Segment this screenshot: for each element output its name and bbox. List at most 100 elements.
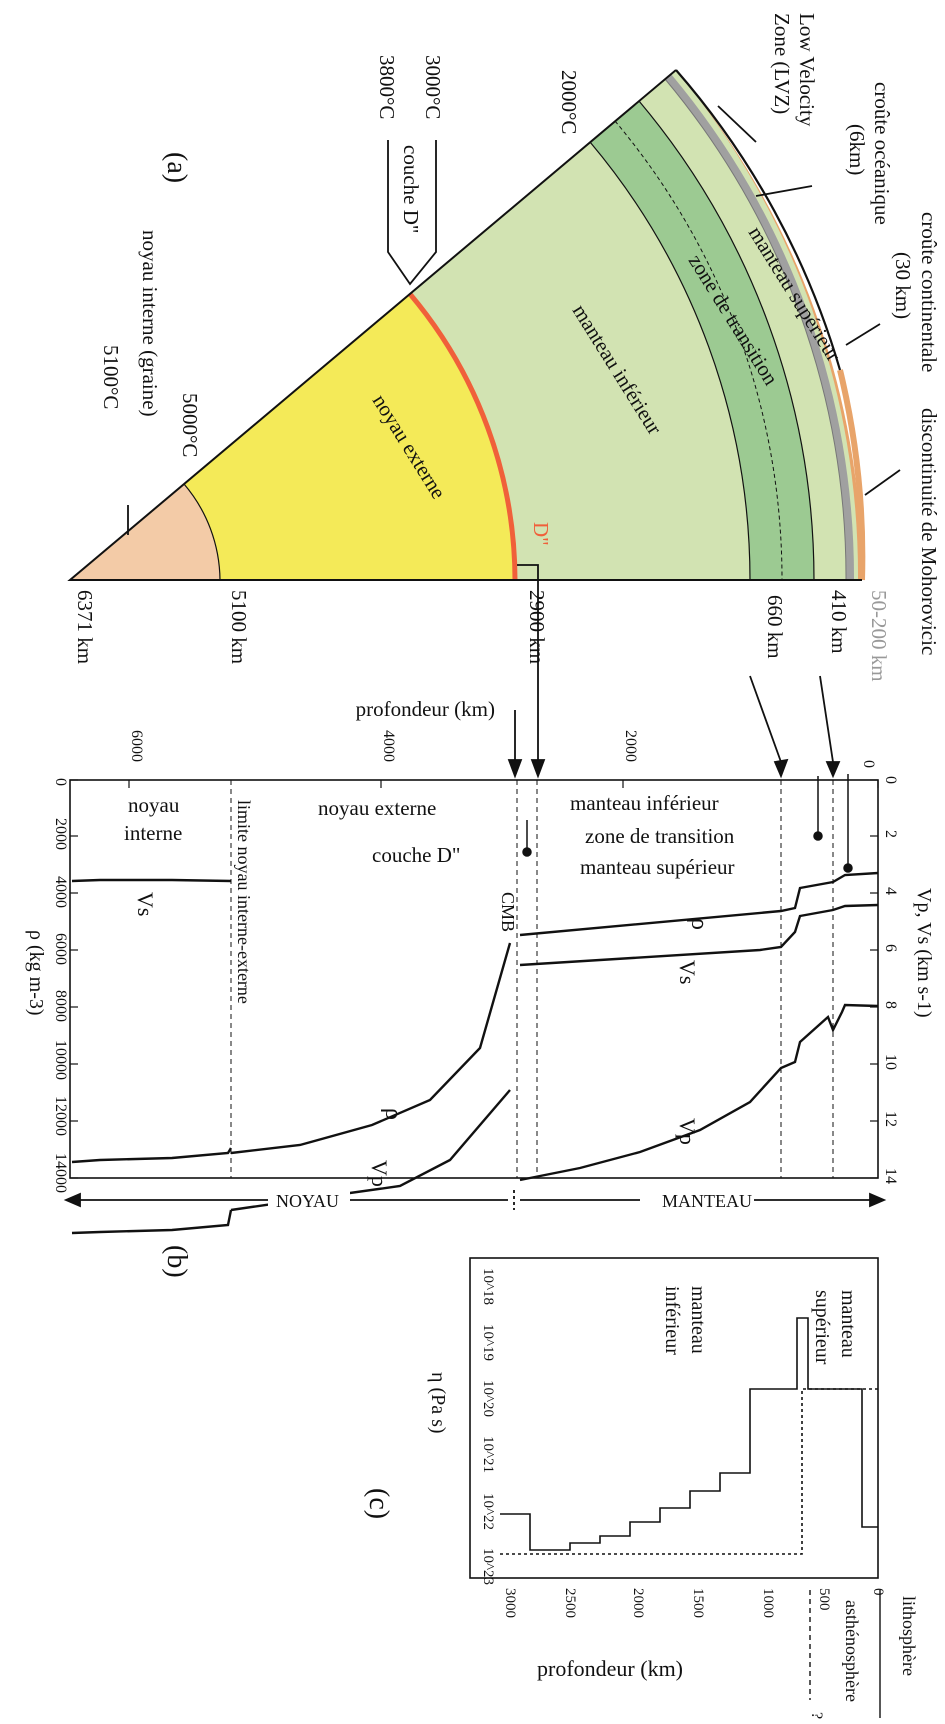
velocity-tick-4: 4 [882, 887, 899, 895]
viscosity-profile-alt [500, 1388, 878, 1555]
manteau-arrow-label: MANTEAU [662, 1191, 752, 1211]
lvz-line2: Zone (LVZ) [770, 13, 794, 114]
temp-5000: 5000°C [178, 393, 202, 457]
lithosphere-label: lithosphère [899, 1596, 919, 1676]
cmb-label: CMB [498, 892, 518, 932]
manteau-sup-c-line1: manteau [837, 1290, 859, 1358]
profondeur-label-b: profondeur (km) [356, 697, 495, 721]
vp-core-label: Vp [367, 1160, 392, 1187]
lvz-arc [664, 78, 847, 581]
density-tick-12000: 12000 [52, 1096, 69, 1136]
profile-curves [71, 871, 879, 1235]
region-arrows [63, 1190, 887, 1210]
panel-a-leaders [127, 105, 901, 535]
density-tick-0: 0 [52, 778, 69, 786]
depth-tick-6000: 6000 [128, 730, 145, 762]
viscosity-profile [500, 1317, 878, 1551]
earth-section [67, 69, 866, 581]
velocity-tick-8: 8 [882, 1001, 899, 1009]
rho-core-label: ρ [380, 1108, 406, 1120]
velocity-tick-6: 6 [882, 944, 899, 952]
viscosity-curves [500, 1317, 878, 1555]
connector-arrows [507, 564, 841, 779]
noyau-arrow-label: NOYAU [276, 1191, 339, 1211]
manteau-inf-c-line2: inférieur [661, 1286, 683, 1355]
manteau-inf-c-line1: manteau [687, 1286, 709, 1354]
d-layer-boundary [408, 292, 518, 581]
panel-c-frame [469, 1257, 879, 1579]
manteau-sup-c-line2: supérieur [811, 1290, 833, 1365]
velocity-tick-14: 14 [882, 1168, 899, 1184]
noyau-interne-line2: interne [124, 821, 182, 845]
limite-label: limite noyau interne-externe [234, 800, 254, 1004]
depth-410: 410 km [827, 590, 851, 654]
label-c: (c) [363, 1488, 394, 1519]
asthenosphere-label: asthénosphère [842, 1600, 862, 1702]
curve-rho-mantle [519, 871, 879, 937]
surface-arc [675, 69, 842, 371]
curve-vs-inner-core [71, 878, 232, 883]
density-axis-label: ρ (kg m-3) [25, 930, 47, 1016]
density-tick-6000: 6000 [52, 933, 69, 965]
panel-b-frame [69, 779, 879, 1179]
density-tick-4000: 4000 [52, 876, 69, 908]
depth-6371: 6371 km [73, 590, 97, 664]
depth-50-200: 50-200 km [867, 590, 891, 682]
visc-axis-label: η (Pa s) [427, 1372, 449, 1434]
lvz-line1: Low Velocity [795, 13, 819, 127]
noyau-interne-line1: noyau [128, 793, 180, 817]
temp-3800: 3800°C [375, 55, 399, 119]
velocity-tick-0: 0 [882, 776, 899, 784]
zone-transition-label: zone de transition [585, 824, 735, 848]
visc-tick-1e20: 10^20 [480, 1380, 496, 1417]
depth-tick-4000: 4000 [380, 730, 397, 762]
curve-rho-outer-core [230, 942, 512, 1155]
panel-b-ticks [70, 779, 879, 1179]
vp-mantle-label: Vp [675, 1118, 700, 1145]
d-double-prime: D" [529, 522, 553, 546]
depth-c-1000: 1000 [760, 1588, 776, 1618]
curve-vs-mantle [519, 903, 879, 967]
rho-mantle-label: ρ [686, 918, 712, 930]
moho-label: discontinuité de Mohorovicic [917, 408, 941, 655]
manteau-superieur-label: manteau supérieur [580, 855, 735, 879]
visc-tick-1e18: 10^18 [480, 1268, 496, 1305]
depth-c-0: 0 [870, 1588, 886, 1596]
depth-tick-2000: 2000 [622, 730, 639, 762]
label-b: (b) [161, 1245, 192, 1278]
depth-5100: 5100 km [227, 590, 251, 664]
depth-660: 660 km [763, 595, 787, 659]
velocity-tick-2: 2 [882, 830, 899, 838]
inner-core-zone [70, 484, 220, 580]
depth-tick-0: 0 [860, 760, 877, 768]
label-a: (a) [161, 152, 192, 183]
section-edges [67, 69, 862, 581]
question-mark: ? [808, 1712, 825, 1719]
depth-c-2000: 2000 [630, 1588, 646, 1618]
depth-c-2500: 2500 [562, 1588, 578, 1618]
depth-2900: 2900 km [525, 590, 549, 664]
density-tick-10000: 10000 [52, 1040, 69, 1080]
temp-5100: 5100°C [99, 345, 123, 409]
boundary-5100 [183, 483, 221, 581]
couche-d-b-label: couche D" [372, 843, 460, 867]
velocity-tick-12: 12 [882, 1111, 899, 1127]
curve-vp-mantle [519, 1003, 879, 1182]
croute-oceanique-line2: (6km) [845, 124, 869, 175]
panel-c-leaders [809, 1590, 881, 1718]
depth-c-500: 500 [816, 1588, 832, 1611]
boundary-410 [638, 100, 815, 581]
velocity-axis-label: Vp, Vs (km s-1) [913, 888, 935, 1018]
depth-c-3000: 3000 [502, 1588, 518, 1618]
curve-inner-core-vp [71, 1209, 233, 1235]
vs-core-label: Vs [133, 892, 158, 916]
visc-tick-1e22: 10^22 [480, 1493, 496, 1530]
visc-tick-1e21: 10^21 [480, 1436, 496, 1473]
density-tick-14000: 14000 [52, 1153, 69, 1193]
velocity-tick-10: 10 [882, 1054, 899, 1070]
temp-2000: 2000°C [557, 70, 581, 134]
density-tick-2000: 2000 [52, 818, 69, 850]
boundary-660 [589, 141, 751, 581]
noyau-externe-label: noyau externe [318, 796, 436, 820]
